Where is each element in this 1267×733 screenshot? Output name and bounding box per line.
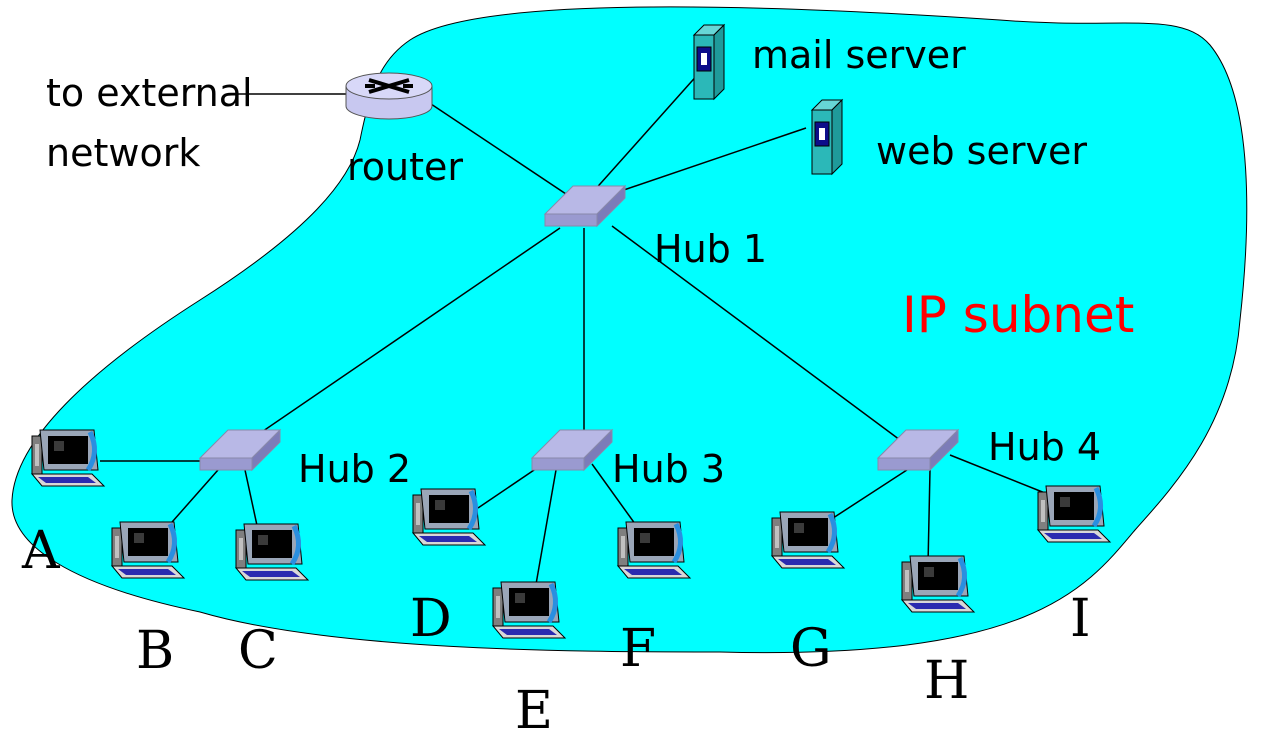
- link-hub3-D: [477, 465, 541, 509]
- link-router-hub1: [424, 99, 576, 201]
- link-hub4-H: [927, 469, 931, 566]
- computer-B-icon: [112, 522, 184, 578]
- mail-server-label: mail server: [752, 33, 966, 77]
- host-label-G: G: [790, 619, 832, 679]
- link-hub2-B: [164, 469, 219, 531]
- external-network-label-line1: to external: [46, 71, 253, 115]
- host-label-H: H: [924, 651, 969, 711]
- computer-I-icon: [1038, 486, 1110, 542]
- computer-C-icon: [236, 524, 308, 580]
- links: [100, 71, 1051, 591]
- host-label-A: A: [21, 521, 61, 581]
- link-hub1-hub4: [611, 225, 901, 441]
- mail-server-icon: [693, 24, 725, 100]
- computer-E-icon: [493, 582, 565, 638]
- link-mailserver-hub1: [591, 71, 701, 194]
- link-hub3-E: [534, 469, 557, 591]
- link-hub2-C: [244, 469, 259, 531]
- router-icon: [345, 72, 433, 120]
- ip-subnet-label: IP subnet: [902, 286, 1134, 344]
- link-hub1-hub2: [249, 227, 561, 441]
- link-hub4-I: [949, 454, 1051, 496]
- link-hub4-G: [829, 467, 911, 521]
- link-hub3-F: [591, 463, 639, 529]
- computer-D-icon: [413, 489, 485, 545]
- host-label-B: B: [136, 621, 174, 681]
- host-label-D: D: [410, 589, 452, 649]
- computer-G-icon: [772, 512, 844, 568]
- host-label-I: I: [1070, 589, 1091, 649]
- computer-H-icon: [902, 556, 974, 612]
- external-network-label-line2: network: [46, 131, 200, 175]
- host-label-C: C: [238, 621, 278, 681]
- hub3-label: Hub 3: [612, 447, 725, 491]
- web-server-icon: [811, 99, 843, 175]
- hub4-label: Hub 4: [988, 425, 1101, 469]
- host-label-F: F: [620, 619, 656, 679]
- hub2-label: Hub 2: [298, 447, 411, 491]
- computer-F-icon: [618, 522, 690, 578]
- hub1-label: Hub 1: [654, 227, 767, 271]
- link-webserver-hub1: [614, 127, 807, 194]
- host-label-E: E: [515, 681, 553, 733]
- ip-subnet-region: [11, 6, 1248, 654]
- router-label: router: [347, 145, 463, 189]
- computer-A-icon: [32, 430, 104, 486]
- web-server-label: web server: [876, 129, 1087, 173]
